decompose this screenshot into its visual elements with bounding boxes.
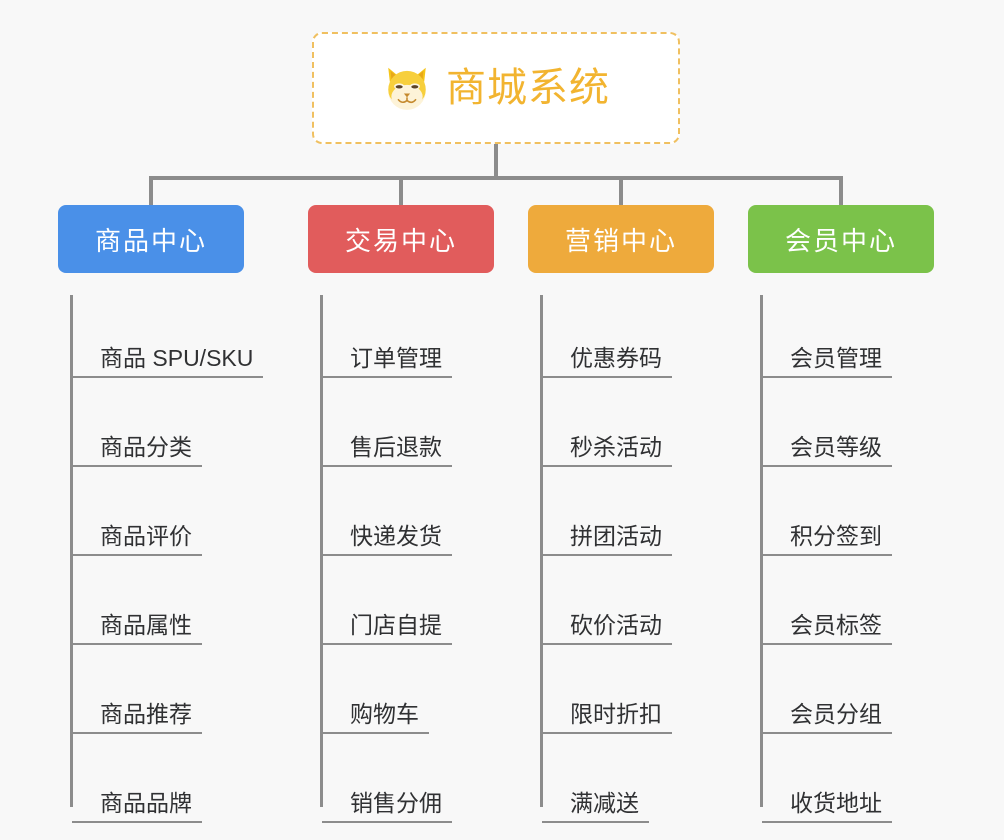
leaf-item-label: 会员分组 [762,701,892,734]
connector-spine-marketing [540,295,543,807]
connector-spine-trade [320,295,323,807]
leaf-item[interactable]: 商品属性 [72,562,284,651]
leaf-item[interactable]: 订单管理 [322,295,534,384]
leaf-item[interactable]: 会员标签 [762,562,974,651]
leaf-item[interactable]: 快递发货 [322,473,534,562]
leaf-item-label: 商品品牌 [72,790,202,823]
category-header-marketing[interactable]: 营销中心 [528,205,714,273]
leaf-item[interactable]: 会员等级 [762,384,974,473]
leaf-item[interactable]: 会员管理 [762,295,974,384]
leaf-list-trade: 订单管理 售后退款 快递发货 门店自提 购物车 销售分佣 [308,295,534,829]
leaf-item-label: 售后退款 [322,434,452,467]
leaf-item-label: 快递发货 [322,523,452,556]
leaf-item[interactable]: 购物车 [322,651,534,740]
leaf-item-label: 收货地址 [762,790,892,823]
leaf-item[interactable]: 商品评价 [72,473,284,562]
category-header-label: 商品中心 [94,225,207,256]
connector-horizontal-bus [149,176,841,180]
leaf-list-product: 商品 SPU/SKU 商品分类 商品评价 商品属性 商品推荐 商品品牌 [58,295,284,829]
connector-drop-1 [149,176,153,206]
leaf-item-label: 拼团活动 [542,523,672,556]
connector-drop-2 [399,176,403,206]
root-node-shop-system[interactable]: 商城系统 [312,32,680,144]
leaf-item-label: 商品分类 [72,434,202,467]
connector-spine-member [760,295,763,807]
leaf-item-label: 会员等级 [762,434,892,467]
leaf-item-label: 会员标签 [762,612,892,645]
leaf-item[interactable]: 积分签到 [762,473,974,562]
leaf-item-label: 砍价活动 [542,612,672,645]
leaf-item-label: 商品属性 [72,612,202,645]
root-node-title: 商城系统 [446,66,610,110]
leaf-item-label: 商品 SPU/SKU [72,345,264,378]
category-column-trade: 交易中心 订单管理 售后退款 快递发货 门店自提 购物车 销售分佣 [308,205,534,829]
leaf-item-label: 销售分佣 [322,790,452,823]
leaf-item[interactable]: 商品品牌 [72,740,284,829]
leaf-item[interactable]: 收货地址 [762,740,974,829]
leaf-list-member: 会员管理 会员等级 积分签到 会员标签 会员分组 收货地址 [748,295,974,829]
leaf-item-label: 秒杀活动 [542,434,672,467]
category-header-member[interactable]: 会员中心 [748,205,934,273]
leaf-item[interactable]: 拼团活动 [542,473,754,562]
leaf-item-label: 限时折扣 [542,701,672,734]
leaf-item-label: 购物车 [322,701,429,734]
leaf-item-label: 优惠券码 [542,345,672,378]
category-header-label: 会员中心 [784,225,897,256]
connector-root-stem [494,144,498,178]
leaf-item[interactable]: 限时折扣 [542,651,754,740]
category-header-label: 交易中心 [344,225,457,256]
leaf-item-label: 会员管理 [762,345,892,378]
leaf-item[interactable]: 商品推荐 [72,651,284,740]
leaf-item-label: 订单管理 [322,345,452,378]
leaf-item[interactable]: 砍价活动 [542,562,754,651]
category-column-marketing: 营销中心 优惠券码 秒杀活动 拼团活动 砍价活动 限时折扣 满减送 [528,205,754,829]
leaf-item[interactable]: 商品 SPU/SKU [72,295,284,384]
leaf-item[interactable]: 会员分组 [762,651,974,740]
category-column-member: 会员中心 会员管理 会员等级 积分签到 会员标签 会员分组 收货地址 [748,205,974,829]
leaf-item-label: 商品评价 [72,523,202,556]
leaf-list-marketing: 优惠券码 秒杀活动 拼团活动 砍价活动 限时折扣 满减送 [528,295,754,829]
connector-drop-4 [839,176,843,206]
leaf-item-label: 积分签到 [762,523,892,556]
leaf-item[interactable]: 售后退款 [322,384,534,473]
category-header-product[interactable]: 商品中心 [58,205,244,273]
leaf-item[interactable]: 销售分佣 [322,740,534,829]
leaf-item[interactable]: 门店自提 [322,562,534,651]
category-header-trade[interactable]: 交易中心 [308,205,494,273]
leaf-item[interactable]: 满减送 [542,740,754,829]
leaf-item[interactable]: 秒杀活动 [542,384,754,473]
leaf-item-label: 满减送 [542,790,649,823]
leaf-item[interactable]: 商品分类 [72,384,284,473]
leaf-item-label: 商品推荐 [72,701,202,734]
leaf-item[interactable]: 优惠券码 [542,295,754,384]
connector-spine-product [70,295,73,807]
shiba-dog-icon [388,67,426,110]
leaf-item-label: 门店自提 [322,612,452,645]
category-column-product: 商品中心 商品 SPU/SKU 商品分类 商品评价 商品属性 商品推荐 商品品牌 [58,205,284,829]
connector-drop-3 [619,176,623,206]
category-header-label: 营销中心 [564,225,677,256]
